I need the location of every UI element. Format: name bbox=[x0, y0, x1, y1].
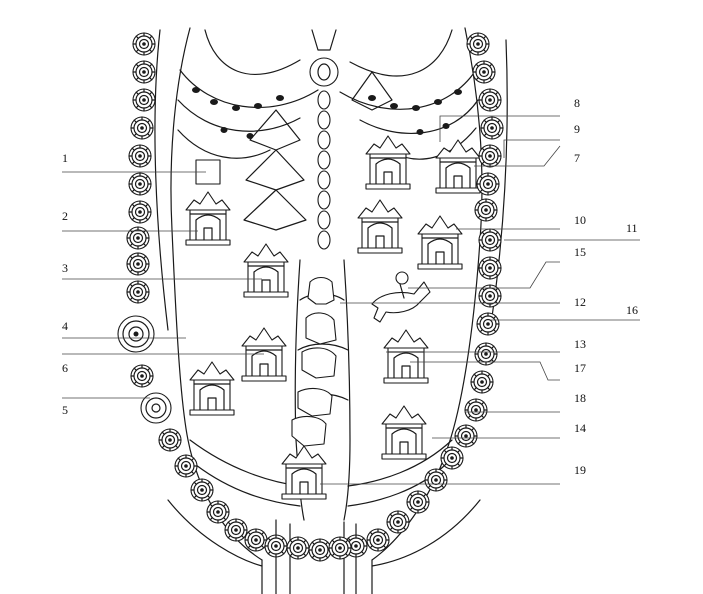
callout-line-8 bbox=[439, 115, 560, 142]
callout-12: 12 bbox=[574, 295, 586, 309]
left-garland-rosette bbox=[130, 116, 154, 140]
right-garland-rosette bbox=[466, 32, 490, 56]
shrine-10 bbox=[357, 199, 403, 254]
callout-17: 17 bbox=[574, 361, 586, 375]
callout-1: 1 bbox=[62, 151, 68, 165]
callout-3: 3 bbox=[62, 261, 68, 275]
lower-garland-rosette bbox=[174, 454, 198, 478]
right-garland-rosette bbox=[440, 446, 464, 470]
lower-garland-rosette bbox=[224, 518, 248, 542]
shrine-1 bbox=[185, 191, 231, 246]
callout-line-17 bbox=[410, 361, 560, 381]
right-garland-rosette bbox=[478, 88, 502, 112]
right-garland-rosette bbox=[476, 172, 500, 196]
right-garland-rosette bbox=[476, 312, 500, 336]
callout-14: 14 bbox=[574, 421, 586, 435]
callout-7: 7 bbox=[574, 151, 580, 165]
right-garland-rosette bbox=[472, 60, 496, 84]
shrine-19 bbox=[281, 445, 327, 500]
left-garland-rosette bbox=[128, 200, 152, 224]
shrine-9 bbox=[365, 135, 411, 190]
callout-10: 10 bbox=[574, 213, 586, 227]
lower-garland-rosette bbox=[264, 534, 288, 558]
right-garland-rosette bbox=[470, 370, 494, 394]
shrine-11 bbox=[417, 215, 463, 270]
right-garland-rosette bbox=[478, 144, 502, 168]
callout-15: 15 bbox=[574, 245, 586, 259]
right-garland-rosette bbox=[478, 256, 502, 280]
lower-garland-rosette bbox=[244, 528, 268, 552]
rosette-garland bbox=[117, 32, 504, 562]
callout-6: 6 bbox=[62, 361, 68, 375]
lower-garland-rosette bbox=[130, 364, 154, 388]
left-garland-rosette bbox=[132, 60, 156, 84]
lower-garland-rosette bbox=[158, 428, 182, 452]
right-garland-rosette bbox=[478, 228, 502, 252]
shrine-13 bbox=[383, 329, 429, 384]
right-garland-rosette bbox=[480, 116, 504, 140]
callout-13: 13 bbox=[574, 337, 586, 351]
lower-garland-rosette bbox=[206, 500, 230, 524]
callout-line-7 bbox=[474, 145, 561, 167]
left-garland-rosette bbox=[128, 172, 152, 196]
right-garland-rosette bbox=[454, 424, 478, 448]
right-garland-rosette bbox=[366, 528, 390, 552]
callout-19: 19 bbox=[574, 463, 586, 477]
shrine-14 bbox=[381, 405, 427, 460]
shrine-3 bbox=[243, 243, 289, 298]
right-garland-rosette bbox=[386, 510, 410, 534]
lower-medallion bbox=[140, 392, 172, 424]
callout-line-15 bbox=[408, 261, 560, 289]
callout-9: 9 bbox=[574, 122, 580, 136]
left-garland-rosette bbox=[132, 32, 156, 56]
left-garland-rosette bbox=[132, 88, 156, 112]
lower-garland-rosette bbox=[286, 536, 310, 560]
callout-8: 8 bbox=[574, 96, 580, 110]
lower-garland-rosette bbox=[190, 478, 214, 502]
callout-labels: 1 2 3 4 6 5 8 9 7 10 11 15 12 16 13 17 bbox=[62, 96, 640, 485]
shrine-motifs bbox=[185, 135, 481, 500]
callout-line-9 bbox=[503, 139, 560, 158]
lower-garland-rosette bbox=[308, 538, 332, 562]
lower-garland-rosette bbox=[328, 536, 352, 560]
shrine-7 bbox=[435, 139, 481, 194]
left-garland-rosette bbox=[126, 226, 150, 250]
left-garland-rosette bbox=[128, 144, 152, 168]
right-garland-rosette bbox=[406, 490, 430, 514]
callout-18: 18 bbox=[574, 391, 586, 405]
callout-5: 5 bbox=[62, 403, 68, 417]
central-figures bbox=[291, 276, 337, 447]
right-garland-rosette bbox=[424, 468, 448, 492]
shrine-6 bbox=[189, 361, 235, 416]
callout-4: 4 bbox=[62, 319, 68, 333]
shrine-4-right bbox=[241, 327, 287, 382]
callout-11: 11 bbox=[626, 221, 638, 235]
right-garland-rosette bbox=[474, 198, 498, 222]
callout-2: 2 bbox=[62, 209, 68, 223]
left-garland-rosette bbox=[126, 252, 150, 276]
horse-rider-figure bbox=[371, 271, 431, 323]
left-garland-rosette bbox=[126, 280, 150, 304]
callout-16: 16 bbox=[626, 303, 638, 317]
right-garland-rosette bbox=[464, 398, 488, 422]
large-medallion bbox=[117, 315, 155, 353]
